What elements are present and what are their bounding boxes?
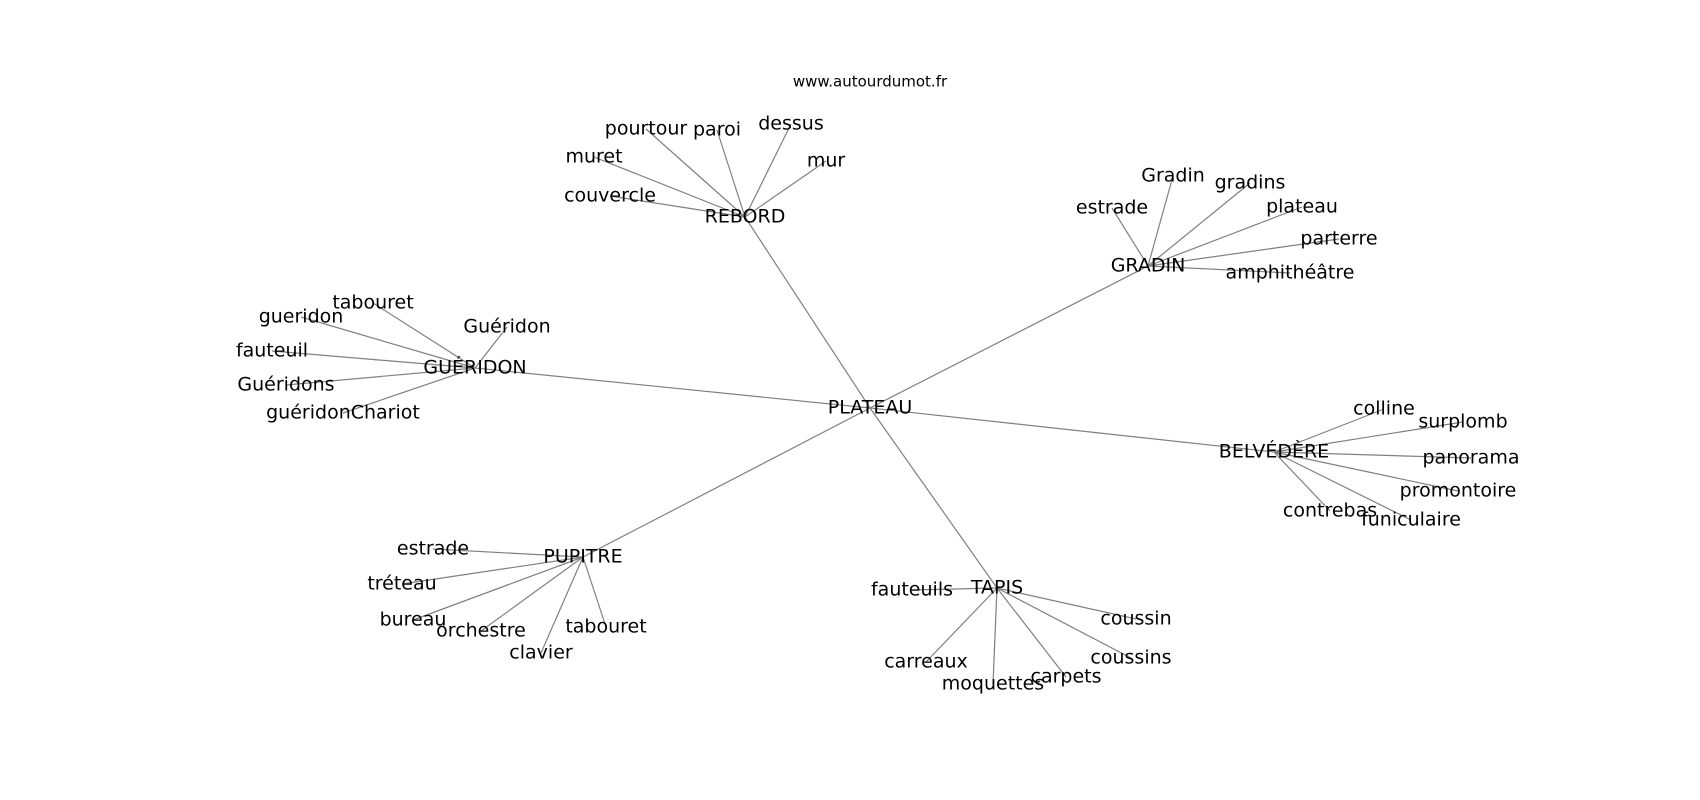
node-leaf-tapis-5: coussin <box>1100 608 1171 630</box>
edge-gueridon-5 <box>474 326 508 369</box>
node-leaf-pupitre-2: bureau <box>380 609 447 631</box>
edge-gradin-5 <box>1147 265 1291 274</box>
node-leaf-gradin-0: estrade <box>1076 197 1148 219</box>
node-leaf-belvedere-3: promontoire <box>1400 480 1517 502</box>
node-leaf-gradin-3: plateau <box>1266 196 1338 218</box>
edge-tapis-3 <box>996 587 1067 678</box>
node-leaf-gueridon-2: fauteuil <box>236 340 308 362</box>
node-leaf-gueridon-3: Guéridons <box>237 374 334 396</box>
edge-pupitre-0 <box>432 548 584 558</box>
node-leaf-gradin-4: parterre <box>1300 228 1377 250</box>
node-leaf-reBord-1: muret <box>565 146 622 168</box>
node-leaf-gradin-2: gradins <box>1215 172 1286 194</box>
node-leaf-reBord-0: couvercle <box>564 185 656 207</box>
node-center: PLATEAU <box>828 397 913 419</box>
node-leaf-pupitre-4: clavier <box>509 642 573 664</box>
edge-gradin-0 <box>1111 207 1149 267</box>
edge-pupitre-2 <box>412 556 584 621</box>
edge-center-gradin <box>869 265 1149 409</box>
node-hub-gradin: GRADIN <box>1111 255 1186 277</box>
edge-belvedere-3 <box>1273 451 1459 492</box>
node-hub-tapis: TAPIS <box>970 577 1023 599</box>
edge-gueridon-4 <box>342 367 476 414</box>
edge-gradin-1 <box>1147 175 1174 267</box>
node-leaf-tapis-0: fauteuils <box>871 579 953 601</box>
edge-center-reBord <box>744 216 871 409</box>
site-url: www.autourdumot.fr <box>793 73 948 91</box>
node-leaf-tapis-3: carpets <box>1031 666 1102 688</box>
node-leaf-gradin-1: Gradin <box>1141 165 1205 187</box>
edge-reBord-3 <box>716 129 746 218</box>
edge-gradin-3 <box>1147 206 1303 267</box>
node-leaf-gueridon-0: tabouret <box>332 292 413 314</box>
edge-center-pupitre <box>582 407 871 558</box>
edge-tapis-2 <box>992 587 998 685</box>
edge-pupitre-3 <box>480 556 584 632</box>
node-leaf-belvedere-5: contrebas <box>1283 500 1377 522</box>
node-leaf-gueridon-4: guéridonChariot <box>266 402 420 424</box>
node-leaf-reBord-4: dessus <box>758 113 824 135</box>
node-leaf-pupitre-1: tréteau <box>367 573 436 595</box>
edge-gradin-2 <box>1147 182 1251 267</box>
edge-belvedere-5 <box>1273 451 1331 512</box>
node-hub-belvedere: BELVÉDÈRE <box>1219 440 1329 463</box>
node-leaf-pupitre-0: estrade <box>397 538 469 560</box>
node-leaf-pupitre-3: orchestre <box>436 620 526 642</box>
edge-tapis-0 <box>911 587 998 591</box>
edge-belvedere-4 <box>1273 451 1412 521</box>
node-leaf-tapis-1: carreaux <box>884 651 968 673</box>
edge-pupitre-5 <box>582 556 607 628</box>
node-leaf-pupitre-5: tabouret <box>565 616 646 638</box>
edge-gueridon-0 <box>372 302 476 369</box>
edge-tapis-5 <box>996 587 1137 620</box>
node-leaf-reBord-3: paroi <box>693 119 741 141</box>
node-leaf-gueridon-5: Guéridon <box>463 316 550 338</box>
edge-reBord-4 <box>744 123 792 218</box>
node-leaf-belvedere-0: colline <box>1353 398 1415 420</box>
node-leaf-gradin-5: amphithéâtre <box>1226 262 1355 284</box>
edge-reBord-1 <box>593 156 746 218</box>
edge-center-belvedere <box>869 407 1275 453</box>
edge-center-gueridon <box>474 367 871 409</box>
node-leaf-reBord-2: pourtour <box>605 118 688 140</box>
edge-belvedere-2 <box>1273 451 1472 459</box>
edge-tapis-1 <box>925 587 998 663</box>
edge-reBord-2 <box>645 128 746 218</box>
node-hub-reBord: REBORD <box>705 206 786 228</box>
graph-edges <box>271 123 1472 685</box>
node-leaf-belvedere-1: surplomb <box>1418 411 1507 433</box>
edge-center-tapis <box>869 407 998 589</box>
edge-tapis-4 <box>996 587 1132 659</box>
node-leaf-reBord-5: mur <box>807 150 846 172</box>
graph-labels: www.autourdumot.fr PLATEAU REBORD couvercl… <box>236 73 1520 695</box>
node-leaf-tapis-4: coussins <box>1090 647 1171 669</box>
edge-pupitre-1 <box>401 556 584 585</box>
edge-gueridon-3 <box>285 367 476 386</box>
edge-belvedere-0 <box>1273 408 1385 453</box>
edge-reBord-5 <box>744 160 827 218</box>
edge-gradin-4 <box>1147 238 1340 267</box>
edge-belvedere-1 <box>1273 421 1464 453</box>
node-hub-gueridon: GUÉRIDON <box>423 356 526 379</box>
node-hub-pupitre: PUPITRE <box>543 546 622 568</box>
edge-pupitre-4 <box>540 556 584 654</box>
node-leaf-tapis-2: moquettes <box>942 673 1044 695</box>
edge-gueridon-2 <box>271 350 476 369</box>
node-leaf-belvedere-2: panorama <box>1423 447 1520 469</box>
node-leaf-gueridon-1: gueridon <box>259 306 344 328</box>
edge-gueridon-1 <box>300 316 476 369</box>
node-leaf-belvedere-4: funiculaire <box>1361 509 1461 531</box>
edge-reBord-0 <box>609 195 746 218</box>
